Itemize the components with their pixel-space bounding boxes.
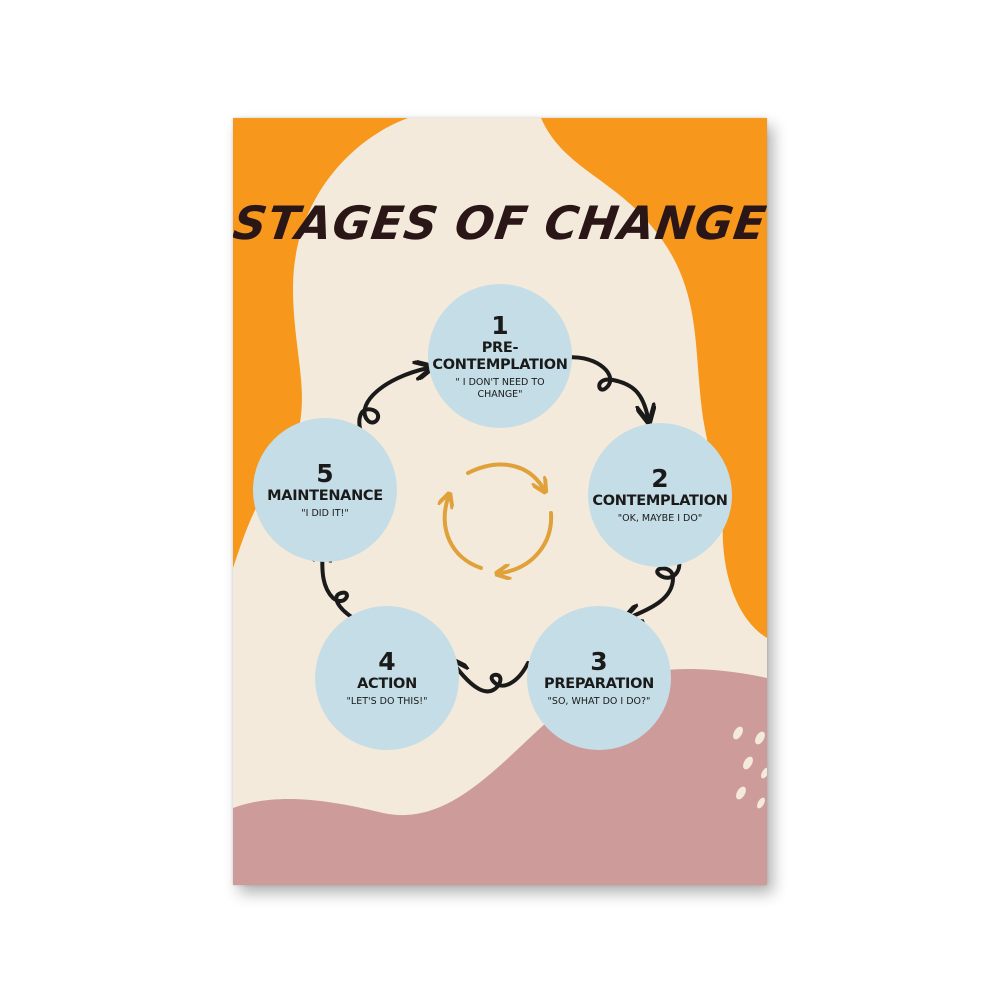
stage-name: PREPARATION	[544, 676, 654, 692]
stage-quote: "LET'S DO THIS!"	[346, 696, 428, 707]
stage-number: 3	[590, 647, 608, 676]
stage-quote: "SO, WHAT DO I DO?"	[547, 696, 651, 707]
stage-name: ACTION	[357, 676, 417, 692]
cycle-arrows-icon	[445, 462, 554, 573]
stage-name: CONTEMPLATION	[592, 493, 728, 509]
stage-name: PRE- CONTEMPLATION	[432, 339, 568, 373]
loop-arrow-3-to-4	[453, 663, 530, 694]
stage-5-maintenance: 5 MAINTENANCE "I DID IT!"	[253, 418, 397, 562]
loop-arrow-1-to-2	[561, 355, 648, 418]
stage-4-action: 4 ACTION "LET'S DO THIS!"	[315, 606, 459, 750]
stage-quote: "OK, MAYBE I DO"	[617, 513, 703, 524]
stage-quote: "I DID IT!"	[301, 508, 349, 519]
stage-number: 2	[651, 464, 669, 493]
stage-3-preparation: 3 PREPARATION "SO, WHAT DO I DO?"	[527, 606, 671, 750]
stage-2-contemplation: 2 CONTEMPLATION "OK, MAYBE I DO"	[588, 423, 732, 567]
stage-number: 5	[316, 459, 334, 488]
orange-shape-right	[541, 118, 767, 568]
connector-arrows	[233, 355, 682, 694]
loop-arrow-5-to-1	[357, 368, 428, 440]
stage-quote: " I DON'T NEED TO CHANGE"	[455, 376, 545, 400]
stage-number: 1	[491, 310, 509, 340]
stage-1-precontemplation: 1 PRE- CONTEMPLATION " I DON'T NEED TO C…	[428, 284, 572, 428]
poster: STAGES OF CHANGE 1 PRE- CONTEMPLATION " …	[233, 118, 767, 885]
loop-arrow-2-to-3	[628, 546, 682, 618]
stage-number: 4	[378, 647, 396, 676]
stage-name: MAINTENANCE	[267, 488, 383, 504]
dots-decoration	[733, 726, 767, 809]
loop-arrow-4-to-5	[322, 548, 355, 620]
